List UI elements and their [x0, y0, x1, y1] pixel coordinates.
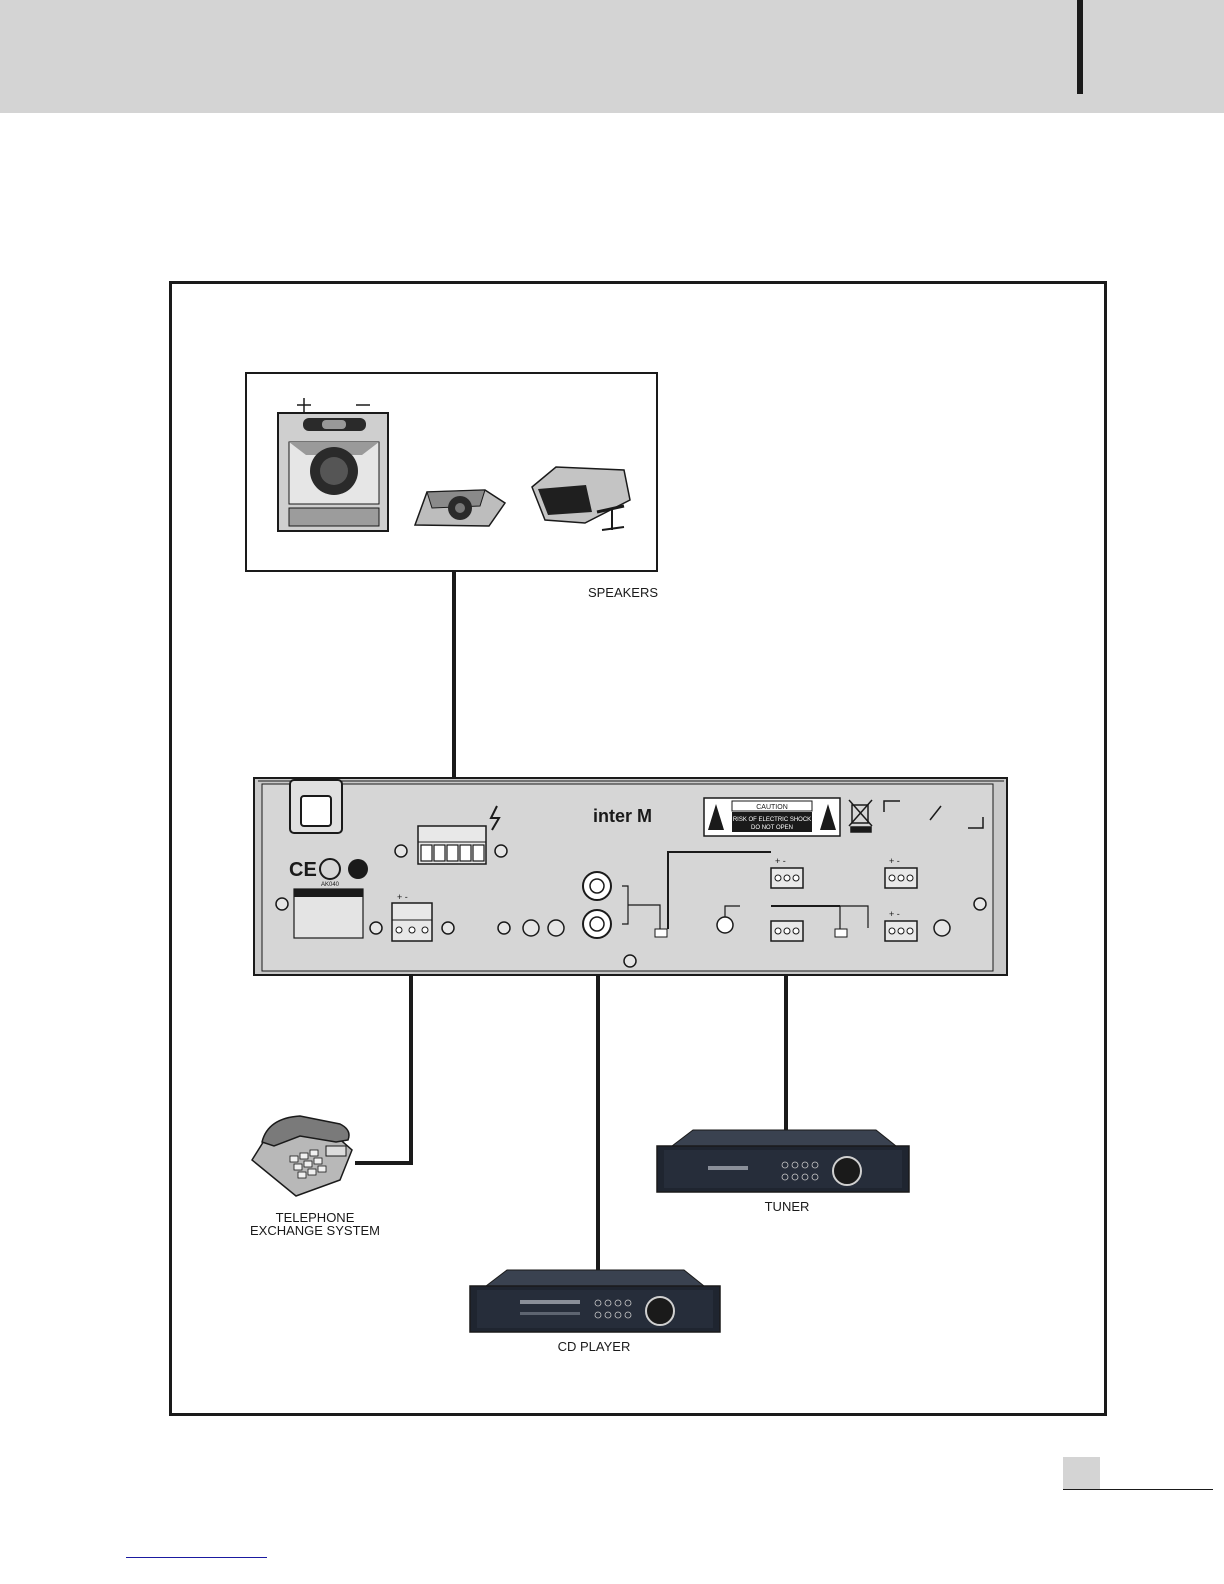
- svg-text:+ -: + -: [775, 856, 786, 866]
- model-mark: AK040: [321, 882, 340, 888]
- svg-text:+ -: + -: [889, 909, 900, 919]
- cd-player-icon: [470, 1270, 720, 1332]
- cd-player-label: CD PLAYER: [534, 1340, 654, 1353]
- caution-title: CAUTION: [756, 804, 788, 811]
- ground-screw: [934, 920, 950, 936]
- caution-line-2: DO NOT OPEN: [751, 825, 793, 831]
- footer-rule: [1063, 1489, 1213, 1490]
- floor-monitor-speaker-icon: [415, 490, 505, 526]
- telephone-label: TELEPHONE EXCHANGE SYSTEM: [225, 1211, 405, 1237]
- caution-line-1: RISK OF ELECTRIC SHOCK: [733, 817, 811, 823]
- tuner-label: TUNER: [727, 1200, 847, 1213]
- ceiling-speaker-icon: [278, 413, 388, 531]
- power-inlet-icon: [290, 780, 342, 833]
- tuner-icon: [657, 1130, 909, 1192]
- amplifier-rear-panel: inter M CAUTION RISK OF ELECTRIC SHOCK D…: [254, 778, 1007, 975]
- speakers-label: SPEAKERS: [560, 586, 686, 599]
- footer-underline: [126, 1557, 267, 1558]
- page-number-box: [1063, 1457, 1100, 1490]
- speaker-output-terminal: [418, 826, 486, 864]
- svg-text:CE: CE: [289, 859, 317, 881]
- caution-label: CAUTION RISK OF ELECTRIC SHOCK DO NOT OP…: [704, 798, 840, 836]
- svg-text:+ -: + -: [889, 856, 900, 866]
- rating-label: [294, 889, 363, 938]
- telephone-icon: [252, 1116, 352, 1196]
- svg-text:+ -: + -: [397, 892, 408, 902]
- brand-logo: inter M: [593, 806, 652, 826]
- aux-jack: [717, 917, 733, 933]
- speakers-group: [246, 373, 657, 571]
